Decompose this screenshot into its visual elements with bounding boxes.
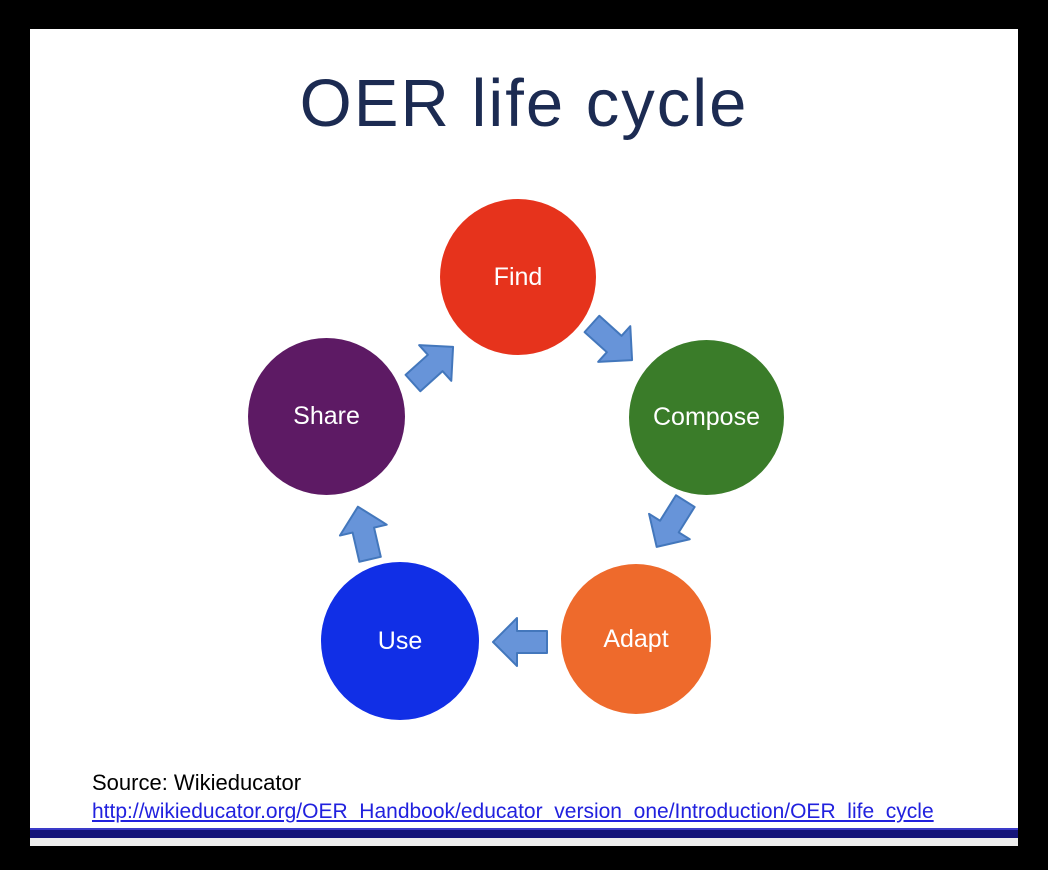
footer-strip [30, 838, 1018, 846]
cycle-node-adapt: Adapt [561, 564, 711, 714]
arrow-compose-to-adapt-icon [648, 494, 696, 548]
block-arrow-icon [404, 344, 455, 393]
cycle-node-share: Share [248, 338, 405, 495]
block-arrow-icon [583, 314, 634, 363]
slide: OER life cycle Find Compose Adapt Use Sh… [30, 29, 1018, 846]
source-block: Source: Wikieducator http://wikieducator… [92, 770, 934, 824]
arrow-find-to-compose-icon [583, 314, 634, 363]
footer-rule [30, 828, 1018, 838]
cycle-node-label: Adapt [603, 624, 669, 653]
block-arrow-icon [338, 505, 388, 563]
cycle-node-use: Use [321, 562, 479, 720]
page-title: OER life cycle [299, 66, 749, 141]
block-arrow-icon [492, 617, 548, 667]
source-label: Source: Wikieducator [92, 770, 302, 795]
arrow-adapt-to-use-icon [492, 617, 548, 667]
cycle-node-label: Compose [653, 403, 760, 431]
cycle-node-label: Find [493, 262, 543, 291]
cycle-node-label: Use [377, 626, 423, 655]
block-arrow-icon [648, 494, 696, 548]
source-link[interactable]: http://wikieducator.org/OER_Handbook/edu… [92, 800, 934, 823]
cycle-node-find: Find [440, 199, 596, 355]
arrow-share-to-find-icon [404, 344, 455, 393]
arrow-use-to-share-icon [338, 505, 388, 563]
cycle-node-label: Share [293, 402, 360, 430]
cycle-node-compose: Compose [629, 340, 784, 495]
